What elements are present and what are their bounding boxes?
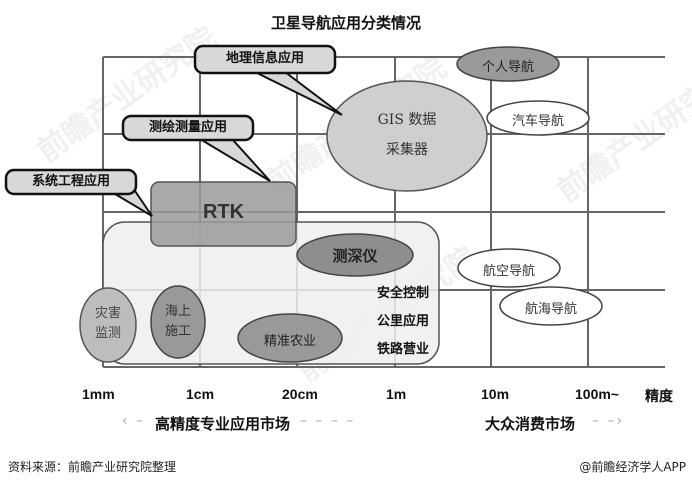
axis-tick: 10m — [481, 386, 510, 402]
car-nav-label: 汽车导航 — [511, 114, 564, 129]
sounder-label: 测深仪 — [332, 247, 378, 265]
disaster-label-line2: 监测 — [94, 326, 121, 341]
gis-ellipse — [326, 80, 488, 192]
personal-nav-label: 个人导航 — [481, 60, 534, 75]
safety-control-label: 安全控制 — [376, 286, 429, 301]
offshore-label-line1: 海上 — [164, 304, 191, 319]
axis-tick: 1mm — [82, 386, 115, 402]
market-arrow-left: ‹ – — [122, 413, 146, 429]
air-nav-ellipse — [457, 248, 561, 288]
sounder-ellipse — [296, 233, 414, 277]
axis-tick: 20cm — [282, 386, 318, 402]
railway-ops-label: 铁路营业 — [376, 342, 429, 357]
precision-agri-label: 精准农业 — [263, 334, 316, 349]
callout-geo-label: 地理信息应用 — [225, 51, 304, 66]
axis-tick: 100m~ — [575, 386, 619, 402]
gis-label-line1: GIS 数据 — [377, 112, 437, 128]
axis-label: 精度 — [645, 389, 673, 405]
credit-note: @前瞻经济学人APP — [579, 460, 686, 474]
axis-tick: 1cm — [186, 386, 215, 402]
chart-title: 卫星导航应用分类情况 — [270, 14, 421, 32]
callout-system-label: 系统工程应用 — [31, 174, 110, 189]
road-apps-label: 公里应用 — [376, 314, 429, 329]
callout-survey-label: 测绘测量应用 — [148, 120, 227, 135]
callout-system-bubble — [4, 168, 153, 217]
callout-survey-bubble — [121, 114, 271, 182]
market-professional: 高精度专业应用市场 — [155, 415, 291, 433]
disaster-ellipse — [79, 287, 137, 363]
precision-agri-ellipse — [237, 313, 343, 363]
source-note: 资料来源：前瞻产业研究院整理 — [8, 460, 177, 474]
sea-nav-ellipse — [499, 286, 603, 326]
rtk-label: RTK — [202, 201, 245, 223]
axis-tick: 1m — [386, 386, 407, 402]
sea-nav-label: 航海导航 — [524, 302, 577, 317]
callout-geo-bubble — [193, 44, 343, 116]
market-consumer: 大众消费市场 — [485, 415, 576, 433]
personal-nav-ellipse — [456, 46, 560, 82]
market-dash-right: – – – – — [300, 413, 356, 429]
market-arrow-right: – –› — [592, 413, 625, 429]
air-nav-label: 航空导航 — [482, 264, 535, 279]
car-nav-ellipse — [486, 100, 590, 136]
offshore-ellipse — [150, 285, 206, 359]
disaster-label-line1: 灾害 — [94, 306, 121, 321]
offshore-label-line2: 施工 — [164, 324, 191, 339]
gis-label-line2: 采集器 — [386, 142, 428, 158]
